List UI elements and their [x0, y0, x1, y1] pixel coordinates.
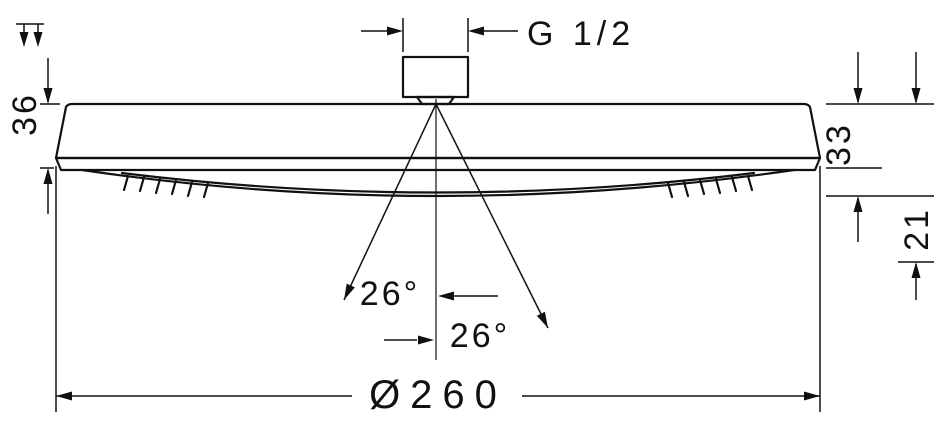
- nozzle-hatch-mark: [746, 174, 754, 192]
- thread-label: G 1/2: [527, 15, 635, 53]
- shower-head-outline: [54, 102, 822, 199]
- spray-line-right: [435, 103, 549, 329]
- connector-neck: [415, 95, 456, 106]
- dimension-height-36: [40, 58, 60, 214]
- arrowhead: [911, 262, 921, 278]
- head-upper-body: [54, 102, 822, 160]
- dimension-top-left-marks: [16, 23, 44, 47]
- nozzle-hatch-left: [122, 174, 210, 199]
- nozzle-hatch-mark: [138, 175, 146, 193]
- nozzle-hatch-mark: [202, 181, 210, 199]
- nozzle-hatch-mark: [730, 175, 738, 193]
- arrowhead: [911, 88, 921, 104]
- nozzle-hatch-mark: [666, 181, 674, 199]
- arrowhead: [33, 32, 43, 47]
- arrowhead: [853, 196, 863, 212]
- height-36-label: 36: [6, 92, 44, 136]
- nozzle-hatch-mark: [122, 174, 130, 192]
- diameter-label: Ø260: [369, 373, 507, 417]
- arrowhead: [19, 32, 29, 47]
- nozzle-hatch-mark: [186, 180, 194, 198]
- nozzle-hatch-mark: [170, 178, 178, 196]
- dimension-thread: [361, 18, 518, 52]
- spray-line-left-arrowhead: [344, 283, 355, 300]
- connector: [401, 55, 470, 106]
- head-rim-band: [54, 156, 822, 172]
- arrowhead: [438, 291, 454, 301]
- dimension-depth-21: [826, 52, 934, 300]
- arrowhead: [43, 168, 53, 184]
- dimension-diameter: [55, 166, 821, 412]
- spray-face-inner-curve: [120, 171, 756, 194]
- spray-line-left: [343, 103, 437, 301]
- nozzle-hatch-mark: [698, 178, 706, 196]
- spray-face-outer-curve: [80, 168, 796, 198]
- angle-lower-label: 26°: [450, 317, 510, 355]
- arrowhead: [418, 335, 434, 345]
- nozzle-hatch-mark: [682, 180, 690, 198]
- height-33-label: 33: [820, 122, 858, 166]
- nozzle-hatch-right: [666, 174, 754, 199]
- spray-line-right-arrowhead: [536, 311, 548, 328]
- arrowhead: [43, 88, 53, 104]
- angle-upper-label: 26°: [360, 275, 420, 313]
- arrowhead: [387, 26, 403, 36]
- nozzle-hatch-mark: [714, 177, 722, 195]
- arrowhead: [56, 391, 72, 401]
- dimension-angle-upper: [438, 291, 498, 301]
- arrowhead: [853, 88, 863, 104]
- dimension-angle-lower: [384, 335, 434, 345]
- spray-angle-lines: [343, 103, 549, 329]
- arrowhead: [804, 391, 820, 401]
- depth-21-label: 21: [898, 207, 936, 251]
- nozzle-hatch-mark: [154, 177, 162, 195]
- connector-body: [401, 55, 470, 99]
- arrowhead: [468, 26, 484, 36]
